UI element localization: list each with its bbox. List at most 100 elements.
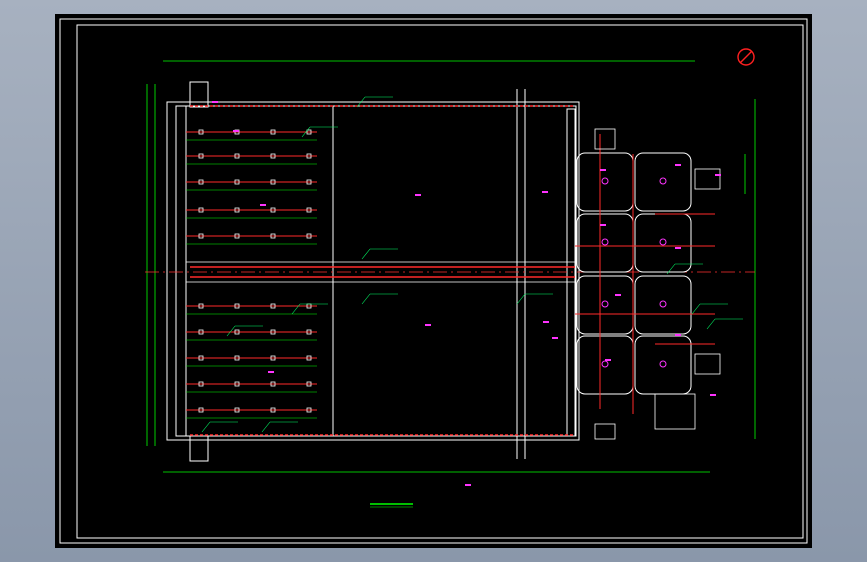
cell-block	[634, 335, 692, 395]
inner-frame	[76, 24, 804, 539]
pump-pits	[594, 128, 721, 440]
leader-arrow	[361, 293, 371, 305]
square-valve-icon	[306, 329, 312, 335]
leader-arrow	[356, 96, 366, 108]
square-valve-icon	[270, 303, 276, 309]
magenta-label	[542, 191, 548, 193]
square-valve-icon	[234, 179, 240, 185]
square-valve-icon	[234, 153, 240, 159]
magenta-label	[212, 101, 218, 103]
leader-arrow	[691, 303, 701, 315]
square-valve-icon	[198, 129, 204, 135]
cell-center-marker	[601, 238, 609, 246]
right-dimension-chain	[744, 99, 756, 439]
magenta-label	[260, 204, 266, 206]
square-valve-icon	[306, 381, 312, 387]
magenta-label	[675, 334, 681, 336]
magenta-label	[600, 224, 606, 226]
cell-center-marker	[659, 177, 667, 185]
square-valve-icon	[270, 381, 276, 387]
leader-arrow	[226, 325, 236, 337]
cell-block	[576, 213, 634, 273]
square-valve-icon	[198, 303, 204, 309]
magenta-label	[710, 394, 716, 396]
outer-frame	[59, 18, 808, 544]
magenta-label	[425, 324, 431, 326]
magenta-label	[543, 321, 549, 323]
cell-block	[576, 152, 634, 212]
square-valve-icon	[234, 407, 240, 413]
leader-arrow	[361, 248, 371, 260]
magenta-label	[233, 130, 239, 132]
square-valve-icon	[270, 329, 276, 335]
cell-center-marker	[601, 360, 609, 368]
cell-center-marker	[601, 300, 609, 308]
square-valve-icon	[306, 233, 312, 239]
cell-blocks	[576, 152, 692, 395]
magenta-label	[415, 194, 421, 196]
leader-arrow	[261, 421, 271, 433]
left-dimension-chain	[146, 84, 156, 446]
square-valve-icon	[234, 355, 240, 361]
leader-arrow	[516, 293, 526, 305]
magenta-label	[268, 371, 274, 373]
cell-center-marker	[659, 300, 667, 308]
magenta-label	[465, 484, 471, 486]
magenta-label	[675, 164, 681, 166]
magenta-label	[715, 174, 721, 176]
square-valve-icon	[234, 207, 240, 213]
square-valve-icon	[198, 207, 204, 213]
cell-center-marker	[601, 177, 609, 185]
drawing-title	[370, 503, 413, 508]
square-valve-icon	[198, 179, 204, 185]
cell-block	[634, 152, 692, 212]
square-valve-icon	[198, 329, 204, 335]
square-valve-icon	[198, 233, 204, 239]
central-channel	[186, 261, 575, 283]
magenta-label	[600, 169, 606, 171]
leader-arrow	[301, 126, 311, 138]
square-valve-icon	[306, 129, 312, 135]
perimeter-pipes	[190, 105, 575, 436]
cell-block	[634, 275, 692, 335]
leader-arrow	[291, 303, 301, 315]
magenta-labels	[212, 101, 721, 486]
square-valve-icon	[198, 407, 204, 413]
cell-block	[576, 335, 634, 395]
square-valve-icon	[198, 381, 204, 387]
leader-annotations	[201, 96, 743, 433]
square-valve-icon	[270, 355, 276, 361]
square-valve-icon	[270, 179, 276, 185]
square-valve-icon	[306, 179, 312, 185]
leader-arrow	[666, 263, 676, 275]
square-valve-icon	[234, 303, 240, 309]
square-valve-icon	[234, 233, 240, 239]
square-valve-icon	[270, 407, 276, 413]
square-valve-icon	[270, 233, 276, 239]
drawing-sheet	[55, 14, 812, 548]
square-valve-icon	[270, 207, 276, 213]
magenta-label	[615, 294, 621, 296]
square-valve-icon	[306, 407, 312, 413]
square-valve-icon	[198, 355, 204, 361]
tank-walls	[166, 81, 580, 462]
cell-block	[576, 275, 634, 335]
square-valve-icon	[306, 355, 312, 361]
square-valve-icon	[198, 153, 204, 159]
leader-arrow	[201, 421, 211, 433]
no-entry-circle-icon	[737, 48, 755, 66]
cell-center-marker	[659, 238, 667, 246]
cell-block	[634, 213, 692, 273]
magenta-label	[605, 359, 611, 361]
right-pipe-runs	[575, 134, 715, 414]
leader-arrow	[706, 318, 716, 330]
magenta-label	[675, 247, 681, 249]
square-valve-icon	[270, 129, 276, 135]
square-valve-icon	[234, 329, 240, 335]
branch-pipes	[186, 129, 317, 419]
square-valve-icon	[306, 207, 312, 213]
magenta-label	[552, 337, 558, 339]
cell-center-marker	[659, 360, 667, 368]
square-valve-icon	[234, 381, 240, 387]
square-valve-icon	[306, 153, 312, 159]
